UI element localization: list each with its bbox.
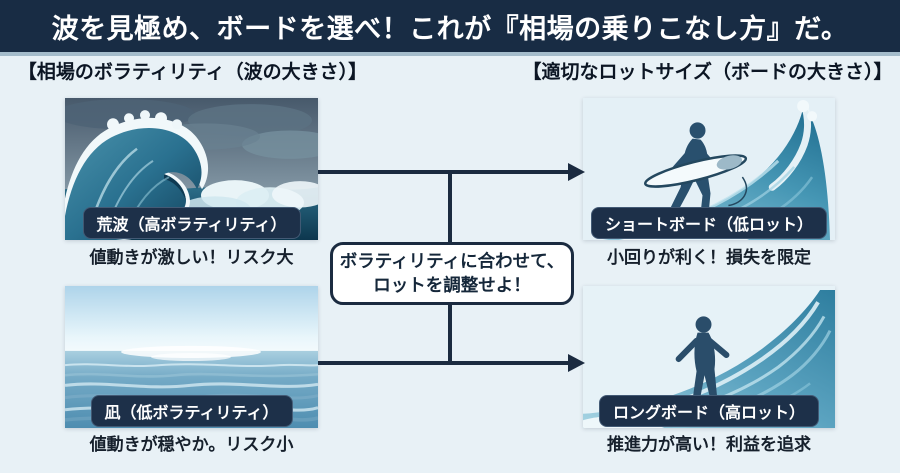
longboard-label: ロングボード（高ロット） (598, 395, 820, 427)
shortboard-panel: ショートボード（低ロット） (583, 98, 835, 240)
title-bar: 波を見極め、ボードを選べ！これが『相場の乗りこなし方』だ。 (0, 0, 900, 56)
shortboard-label: ショートボード（低ロット） (590, 207, 828, 239)
rough-sea-panel: 荒波（高ボラティリティ） (65, 98, 318, 240)
calm-sea-label: 凪（低ボラティリティ） (90, 395, 293, 427)
shortboard-caption: 小回りが利く！損失を限定 (607, 248, 811, 267)
rough-sea-label: 荒波（高ボラティリティ） (82, 207, 301, 239)
center-note-line1: ボラティリティに合わせて、 (339, 250, 565, 271)
rough-sea-caption: 値動きが激しい！リスク大 (89, 248, 294, 267)
left-column-header: 【相場のボラティリティ（波の大きさ）】 (17, 62, 368, 83)
longboard-panel: ロングボード（高ロット） (583, 286, 835, 428)
calm-sea-caption: 値動きが穏やか。リスク小 (89, 435, 294, 454)
center-note: ボラティリティに合わせて、 ロットを調整せよ！ (330, 242, 574, 305)
longboard-caption: 推進力が高い！利益を追求 (607, 435, 811, 454)
center-note-line2: ロットを調整せよ！ (373, 274, 531, 295)
calm-sea-panel: 凪（低ボラティリティ） (65, 286, 318, 428)
page-title: 波を見極め、ボードを選べ！これが『相場の乗りこなし方』だ。 (51, 13, 849, 44)
right-column-header: 【適切なロットサイズ（ボードの大きさ）】 (522, 62, 893, 83)
